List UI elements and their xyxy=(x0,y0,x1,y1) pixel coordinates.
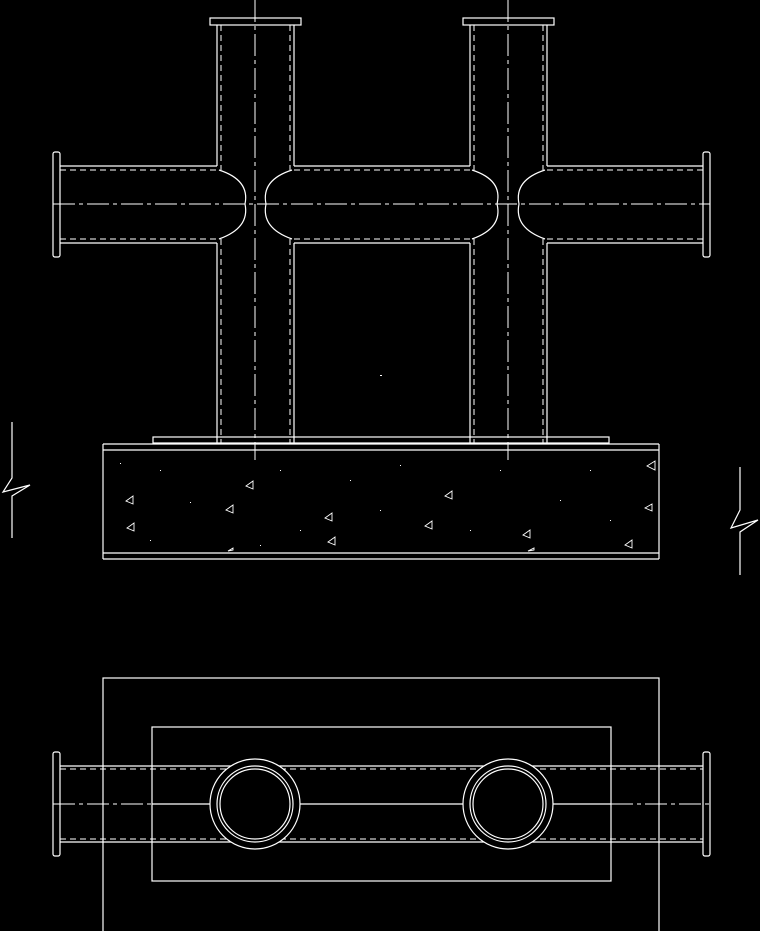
right-riser xyxy=(462,0,555,460)
base-outline xyxy=(102,677,660,931)
left-riser xyxy=(209,0,302,460)
elevation-view xyxy=(1,0,759,575)
right-break-line xyxy=(729,467,759,575)
right-riser-plan xyxy=(462,758,554,850)
right-end-flange-plan xyxy=(702,751,711,857)
left-break-line xyxy=(1,422,31,538)
concrete-hatch xyxy=(120,375,656,552)
horizontal-pipes xyxy=(52,151,711,258)
base-plate xyxy=(152,436,610,444)
left-riser-plan xyxy=(209,758,301,850)
plan-view xyxy=(52,677,711,931)
concrete-base xyxy=(102,375,660,560)
